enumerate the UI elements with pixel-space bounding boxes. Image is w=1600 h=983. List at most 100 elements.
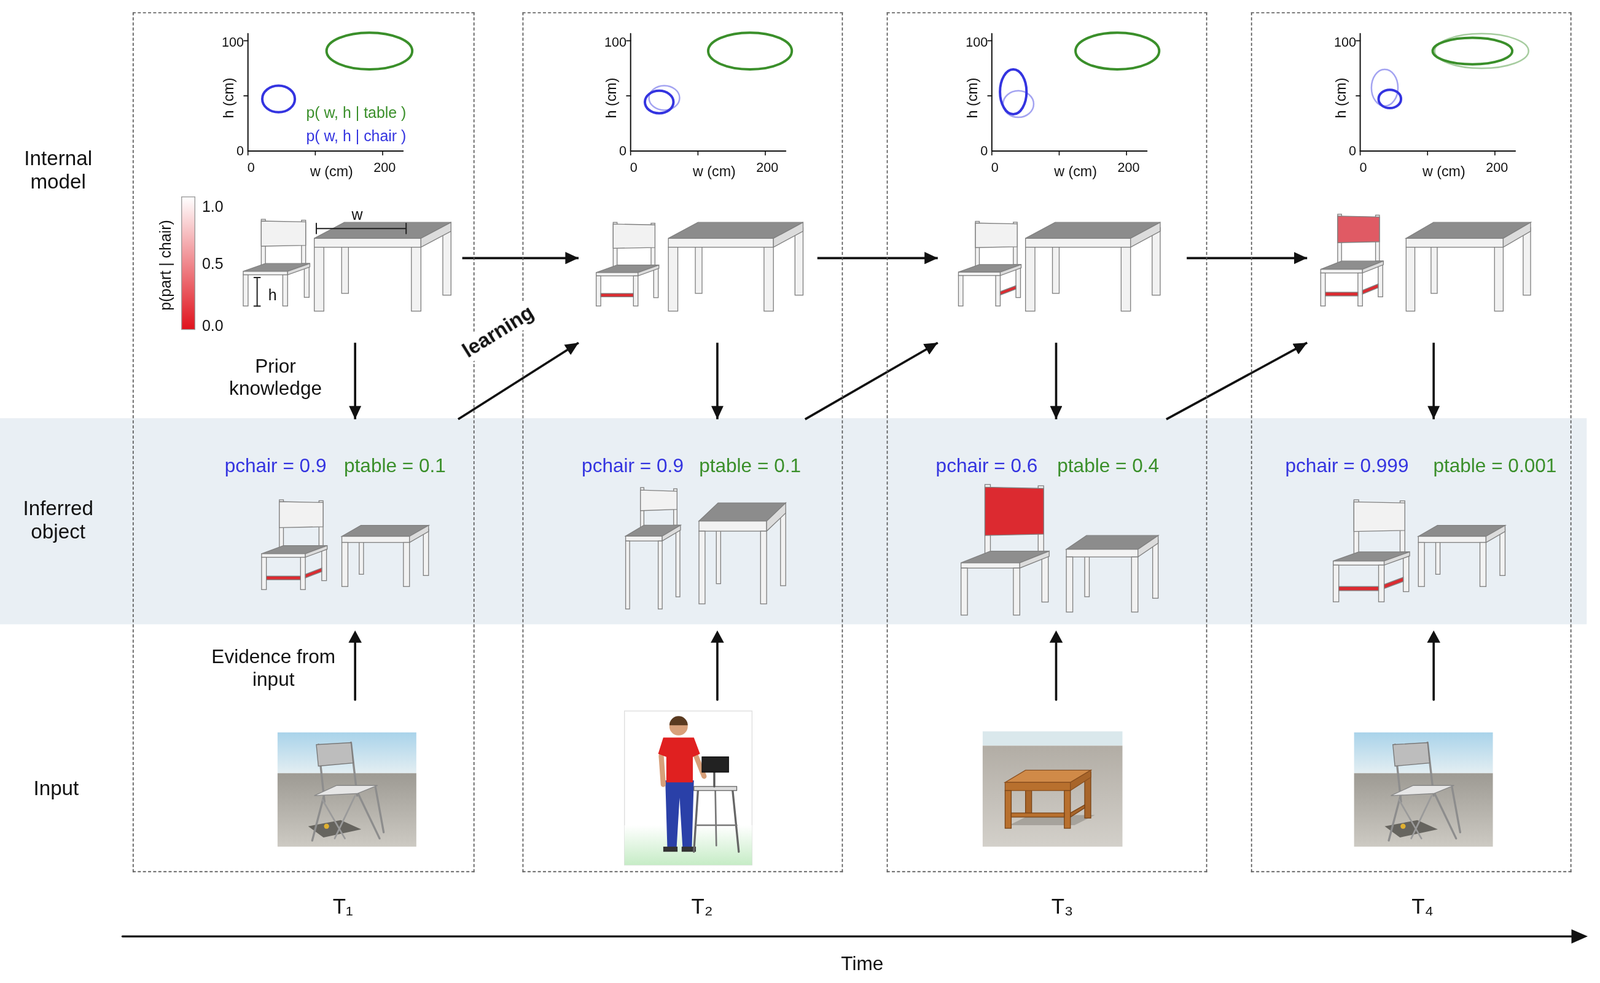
flow-arrow — [1055, 342, 1058, 420]
axis-tick: 0 — [1348, 144, 1357, 160]
axis-title: w (cm) — [310, 163, 354, 180]
dimension-label: h — [268, 286, 278, 305]
figure-part — [1418, 542, 1425, 588]
inferred-object-region: pchair = 0.6ptable = 0.4 — [929, 419, 1166, 619]
figure-part — [1337, 216, 1380, 243]
input-photo — [624, 711, 753, 866]
probability-label: pchair = 0.9 — [581, 455, 684, 478]
figure-part — [411, 247, 422, 312]
table-drawing — [1066, 535, 1159, 613]
figure-part — [1353, 501, 1405, 532]
figure-part — [1138, 535, 1159, 558]
figure-part — [658, 541, 663, 610]
flow-arrow — [805, 342, 938, 420]
figure-part — [1418, 536, 1486, 543]
axis-tick: 0 — [1359, 160, 1368, 177]
figure-part — [315, 151, 317, 156]
table-drawing — [314, 222, 452, 312]
probability-label: ptable = 0.4 — [1057, 455, 1160, 478]
time-step-panel: T₂100h (cm)00w (cm)200pchair = 0.9ptable… — [522, 12, 844, 873]
figure-part — [1411, 796, 1432, 840]
figure-part — [1523, 227, 1531, 296]
figure-part — [764, 247, 774, 312]
figure-part — [243, 95, 249, 97]
density-legend: p( w, h | chair ) — [305, 127, 406, 145]
figure-part — [420, 222, 451, 247]
figure-part — [1064, 791, 1071, 829]
figure-part — [713, 772, 715, 787]
figure-part — [1378, 565, 1385, 602]
figure-part — [694, 786, 738, 792]
probability-label: pchair = 0.9 — [224, 455, 327, 478]
figure-part — [1130, 222, 1161, 247]
figure-part — [1485, 525, 1505, 543]
figure-part — [314, 785, 378, 797]
table-drawing — [1418, 525, 1505, 588]
row-label: Inferred object — [4, 496, 112, 544]
figure-part — [1451, 788, 1460, 833]
figure-part — [322, 800, 346, 840]
figure-part — [1152, 540, 1159, 599]
figure-part — [382, 151, 384, 156]
figure-part — [1390, 785, 1454, 797]
figure-part — [1354, 732, 1494, 774]
figure-part — [1359, 33, 1362, 152]
chair-drawing — [625, 487, 681, 610]
axis-tick: 100 — [604, 35, 627, 51]
figure-part — [1384, 577, 1404, 589]
table-drawing — [1025, 222, 1161, 312]
figure-part — [247, 33, 249, 152]
figure-part — [305, 546, 328, 558]
figure-part — [715, 791, 717, 847]
figure-part — [1320, 269, 1363, 274]
figure-part — [305, 568, 322, 578]
figure-part — [1131, 557, 1138, 613]
flow-arrow — [716, 342, 719, 420]
density-plot — [987, 32, 1160, 155]
chair-drawing — [1333, 499, 1410, 602]
figure-part — [662, 525, 681, 542]
axis-title: h (cm) — [964, 78, 981, 119]
axis-tick: 0 — [247, 160, 255, 177]
figure-part — [975, 222, 1018, 248]
internal-model-region: 100h (cm)00w (cm)200p( w, h | table )p( … — [154, 23, 463, 343]
figure-part — [1405, 247, 1415, 312]
figure-part — [596, 275, 601, 306]
figure-part — [1356, 40, 1361, 42]
figure-part — [961, 568, 968, 616]
figure-part — [626, 40, 631, 42]
figure-part — [732, 791, 739, 853]
figure-part — [316, 227, 406, 230]
row-label: Internal model — [4, 146, 112, 194]
figure-part — [1360, 150, 1516, 152]
axis-tick: 0 — [991, 160, 999, 177]
axis-title: w (cm) — [1422, 163, 1466, 180]
axis-title: h (cm) — [220, 78, 238, 119]
figure-part — [300, 557, 306, 591]
internal-model-region: 100h (cm)00w (cm)200 — [578, 23, 818, 343]
figure-part — [375, 788, 384, 833]
time-step-label: T₂ — [691, 894, 714, 920]
axis-tick: 200 — [1485, 160, 1508, 177]
figure-part — [1405, 238, 1503, 247]
figure-part — [1378, 89, 1401, 109]
input-photo — [1354, 732, 1494, 847]
figure-part — [644, 90, 674, 114]
figure-part — [624, 711, 753, 866]
figure-part — [1399, 800, 1422, 840]
figure-part — [987, 95, 992, 97]
figure-part — [316, 742, 354, 766]
figure-part — [1432, 640, 1435, 700]
figure-part — [626, 95, 631, 97]
flow-arrow — [1166, 342, 1308, 420]
colorbar-tick: 1.0 — [202, 197, 224, 215]
figure-part — [277, 732, 417, 774]
time-step-label: T₁ — [332, 894, 354, 920]
figure-part — [1433, 791, 1457, 839]
arrow-note: Evidence from input — [202, 646, 346, 691]
figure-part — [1004, 791, 1011, 829]
colorbar-tick: 0.0 — [202, 316, 224, 335]
figure-part — [991, 33, 993, 152]
figure-part — [669, 716, 688, 726]
